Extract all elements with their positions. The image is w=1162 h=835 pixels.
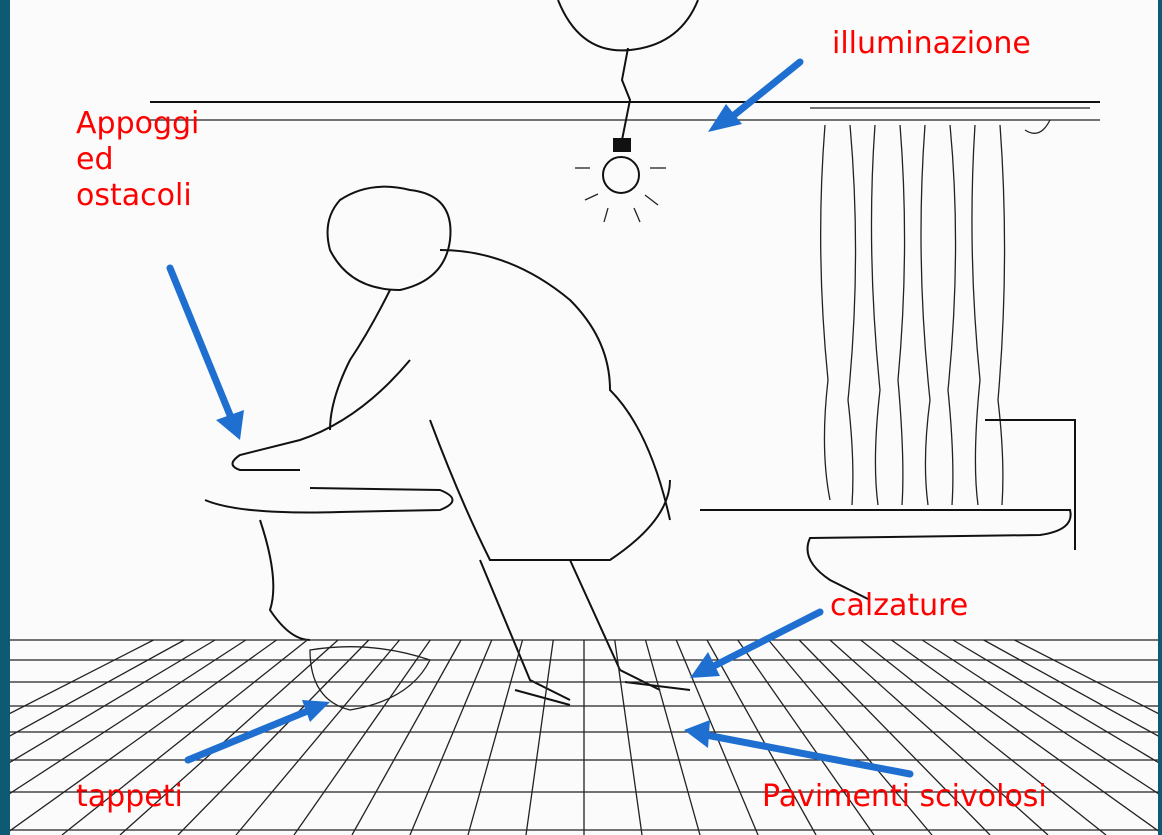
light-rays — [575, 168, 666, 222]
rug — [310, 647, 430, 710]
floor-grout-v — [645, 640, 700, 835]
elderly-person — [233, 187, 691, 705]
lamp-cord — [622, 48, 630, 140]
sink-pedestal — [260, 520, 310, 640]
arrow-illuminazione — [708, 62, 800, 132]
label-appoggi-line-1: Appoggi — [76, 106, 199, 142]
arrow-appoggi — [170, 268, 244, 440]
floor-grout-v — [410, 640, 492, 835]
label-illuminazione: illuminazione — [832, 26, 1031, 62]
label-appoggi-line-3: ostacoli — [76, 178, 199, 214]
sink-top — [205, 488, 453, 513]
floor-grout-v — [294, 640, 430, 835]
label-appoggi: Appoggi ed ostacoli — [76, 106, 199, 214]
label-calzature: calzature — [830, 588, 968, 624]
floor-grout-v — [615, 640, 642, 835]
floor-grout-v — [352, 640, 461, 835]
floor-grout-v — [236, 640, 400, 835]
illustration-panel: illuminazione Appoggi ed ostacoli calzat… — [10, 0, 1158, 835]
light-bulb-icon — [603, 157, 639, 193]
shower-curtain — [810, 108, 1090, 505]
floor-grout-v — [178, 640, 369, 835]
lamp-socket — [613, 138, 631, 152]
toilet — [700, 510, 1071, 600]
floor-grout-v — [468, 640, 523, 835]
arrow-tappeti — [188, 700, 330, 760]
arrow-pavimenti — [684, 720, 910, 774]
ceiling-fixture — [558, 0, 698, 50]
label-appoggi-line-2: ed — [76, 142, 199, 178]
label-tappeti: tappeti — [76, 779, 183, 815]
floor-grout-v — [526, 640, 553, 835]
tub-side — [985, 420, 1075, 550]
label-pavimenti: Pavimenti scivolosi — [762, 779, 1047, 815]
